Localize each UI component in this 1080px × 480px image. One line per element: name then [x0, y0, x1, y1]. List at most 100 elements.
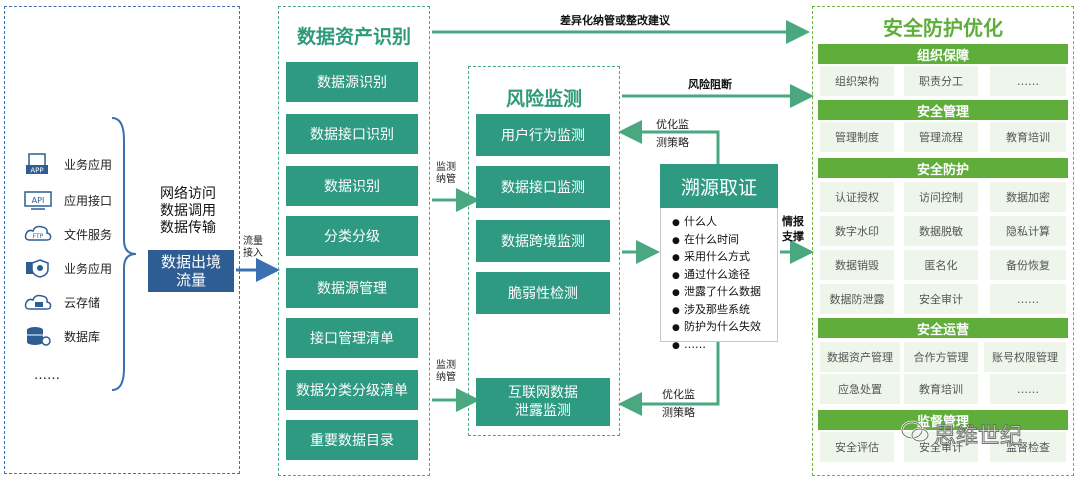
source-label: 数据库 — [64, 329, 101, 344]
cell: 管理流程 — [904, 122, 978, 152]
label-line: 监测 — [436, 162, 456, 173]
asset-item-interface-list: 接口管理清单 — [286, 318, 418, 358]
label-line: 纳管 — [436, 372, 456, 383]
trace-list-item: ●防护为什么失效 — [672, 320, 761, 333]
risk-item-interface: 数据接口监测 — [476, 166, 610, 208]
section-header-protect: 安全防护 — [818, 158, 1068, 178]
source-label: 云存储 — [64, 295, 101, 310]
trace-list-item: ●采用什么方式 — [672, 250, 750, 263]
label-line: 流量 — [243, 236, 263, 247]
cell: 数字水印 — [820, 216, 894, 246]
cell: 数据销毁 — [820, 250, 894, 280]
api-icon: API — [22, 189, 54, 211]
cell: 安全审计 — [904, 284, 978, 314]
source-item-business-app: APP 业务应用 — [22, 152, 132, 176]
label-line: 优化监 — [656, 118, 689, 131]
source-item-business-app-2: 业务应用 — [22, 256, 132, 280]
cell: 安全评估 — [820, 432, 894, 462]
trace-list-item: ●什么人 — [672, 215, 717, 228]
cell: 数据资产管理 — [820, 342, 900, 372]
cell: 数据加密 — [990, 182, 1066, 212]
app-icon: APP — [22, 153, 54, 175]
cell: 备份恢复 — [990, 250, 1066, 280]
flow-line: 网络访问 — [160, 186, 216, 202]
trace-list-item: ●通过什么途径 — [672, 267, 750, 281]
cell: 认证授权 — [820, 182, 894, 212]
source-label: 应用接口 — [64, 193, 113, 208]
source-brace — [111, 117, 137, 391]
cell: 数据防泄露 — [820, 284, 894, 314]
cell: …… — [990, 66, 1066, 96]
trace-list-item: ●在什么时间 — [672, 232, 739, 246]
source-item-app-interface: API 应用接口 — [22, 188, 132, 212]
traffic-in-label: 流量 接入 — [243, 236, 263, 260]
optimize-label-top: 优化监 测策略 — [656, 116, 689, 152]
flow-line: 数据传输 — [160, 220, 216, 236]
label-line: 纳管 — [436, 174, 456, 185]
source-item-cloud-storage: 云存储 — [22, 290, 132, 314]
monitor-manage-label-1: 监测 纳管 — [436, 162, 456, 186]
risk-monitoring-panel — [468, 66, 620, 436]
cloud-storage-icon — [22, 291, 54, 313]
label-line: 情报 — [782, 215, 804, 228]
svg-text:FTP: FTP — [33, 233, 44, 240]
optimize-panel-title: 安全防护优化 — [883, 16, 1003, 40]
source-item-database: 数据库 — [22, 324, 132, 348]
trace-title: 溯源取证 — [660, 164, 778, 208]
risk-item-line: 泄露监测 — [515, 403, 571, 419]
label-line: 监测 — [436, 360, 456, 371]
cell: …… — [990, 284, 1066, 314]
section-header-org: 组织保障 — [818, 44, 1068, 64]
asset-identification-panel — [278, 6, 430, 476]
cell: 数据脱敏 — [904, 216, 978, 246]
label-line: 测策略 — [662, 406, 695, 419]
watermark: 思维世纪 — [900, 418, 1023, 450]
cell: 教育培训 — [990, 122, 1066, 152]
source-panel — [4, 6, 240, 474]
source-label: 业务应用 — [64, 261, 113, 276]
cell: 组织架构 — [820, 66, 894, 96]
trace-list-item: ●涉及那些系统 — [672, 302, 750, 316]
asset-item-interface-id: 数据接口识别 — [286, 114, 418, 154]
trace-list-item: ●泄露了什么数据 — [672, 285, 761, 298]
label-line: 接入 — [243, 248, 263, 259]
cell: 合作方管理 — [904, 342, 978, 372]
cell: 访问控制 — [904, 182, 978, 212]
asset-item-source-mgmt: 数据源管理 — [286, 268, 418, 308]
section-header-supervision: 监督管理 — [818, 410, 1068, 430]
risk-item-internet-leak: 互联网数据 泄露监测 — [476, 378, 610, 426]
svg-text:APP: APP — [30, 167, 43, 175]
section-header-mgmt: 安全管理 — [818, 100, 1068, 120]
cell: 职责分工 — [904, 66, 978, 96]
cell: 监督检查 — [990, 432, 1066, 462]
label-line: 支撑 — [782, 230, 804, 243]
optimize-feedback-bottom — [618, 342, 720, 416]
source-label: 业务应用 — [64, 157, 113, 172]
cell: 教育培训 — [904, 374, 978, 404]
risk-item-line: 互联网数据 — [508, 385, 578, 401]
wechat-icon — [900, 420, 930, 448]
asset-item-data-id: 数据识别 — [286, 166, 418, 206]
cloud-ftp-icon: FTP — [22, 223, 54, 245]
cell: 应急处置 — [820, 374, 900, 404]
label-line: 优化监 — [662, 388, 695, 401]
asset-item-classification-list: 数据分类分级清单 — [286, 370, 418, 410]
cell: 隐私计算 — [990, 216, 1066, 246]
optimize-feedback-top — [618, 120, 720, 164]
risk-item-cross-border: 数据跨境监测 — [476, 220, 610, 262]
trace-list-item: ●…… — [672, 337, 706, 351]
outbound-line: 流量 — [175, 271, 206, 289]
security-optimization-panel — [812, 6, 1074, 476]
section-header-ops: 安全运营 — [818, 318, 1068, 338]
database-icon — [22, 325, 54, 347]
cell: …… — [990, 374, 1066, 404]
outbound-traffic-box: 数据出境 流量 — [148, 250, 234, 292]
source-item-file-service: FTP 文件服务 — [22, 222, 132, 246]
shield-app-icon — [22, 257, 54, 279]
asset-item-data-source-id: 数据源识别 — [286, 62, 418, 102]
cell: 管理制度 — [820, 122, 894, 152]
label-line: 测策略 — [656, 136, 689, 149]
intel-support-label: 情报 支撑 — [782, 214, 804, 244]
source-label: 文件服务 — [64, 227, 113, 242]
